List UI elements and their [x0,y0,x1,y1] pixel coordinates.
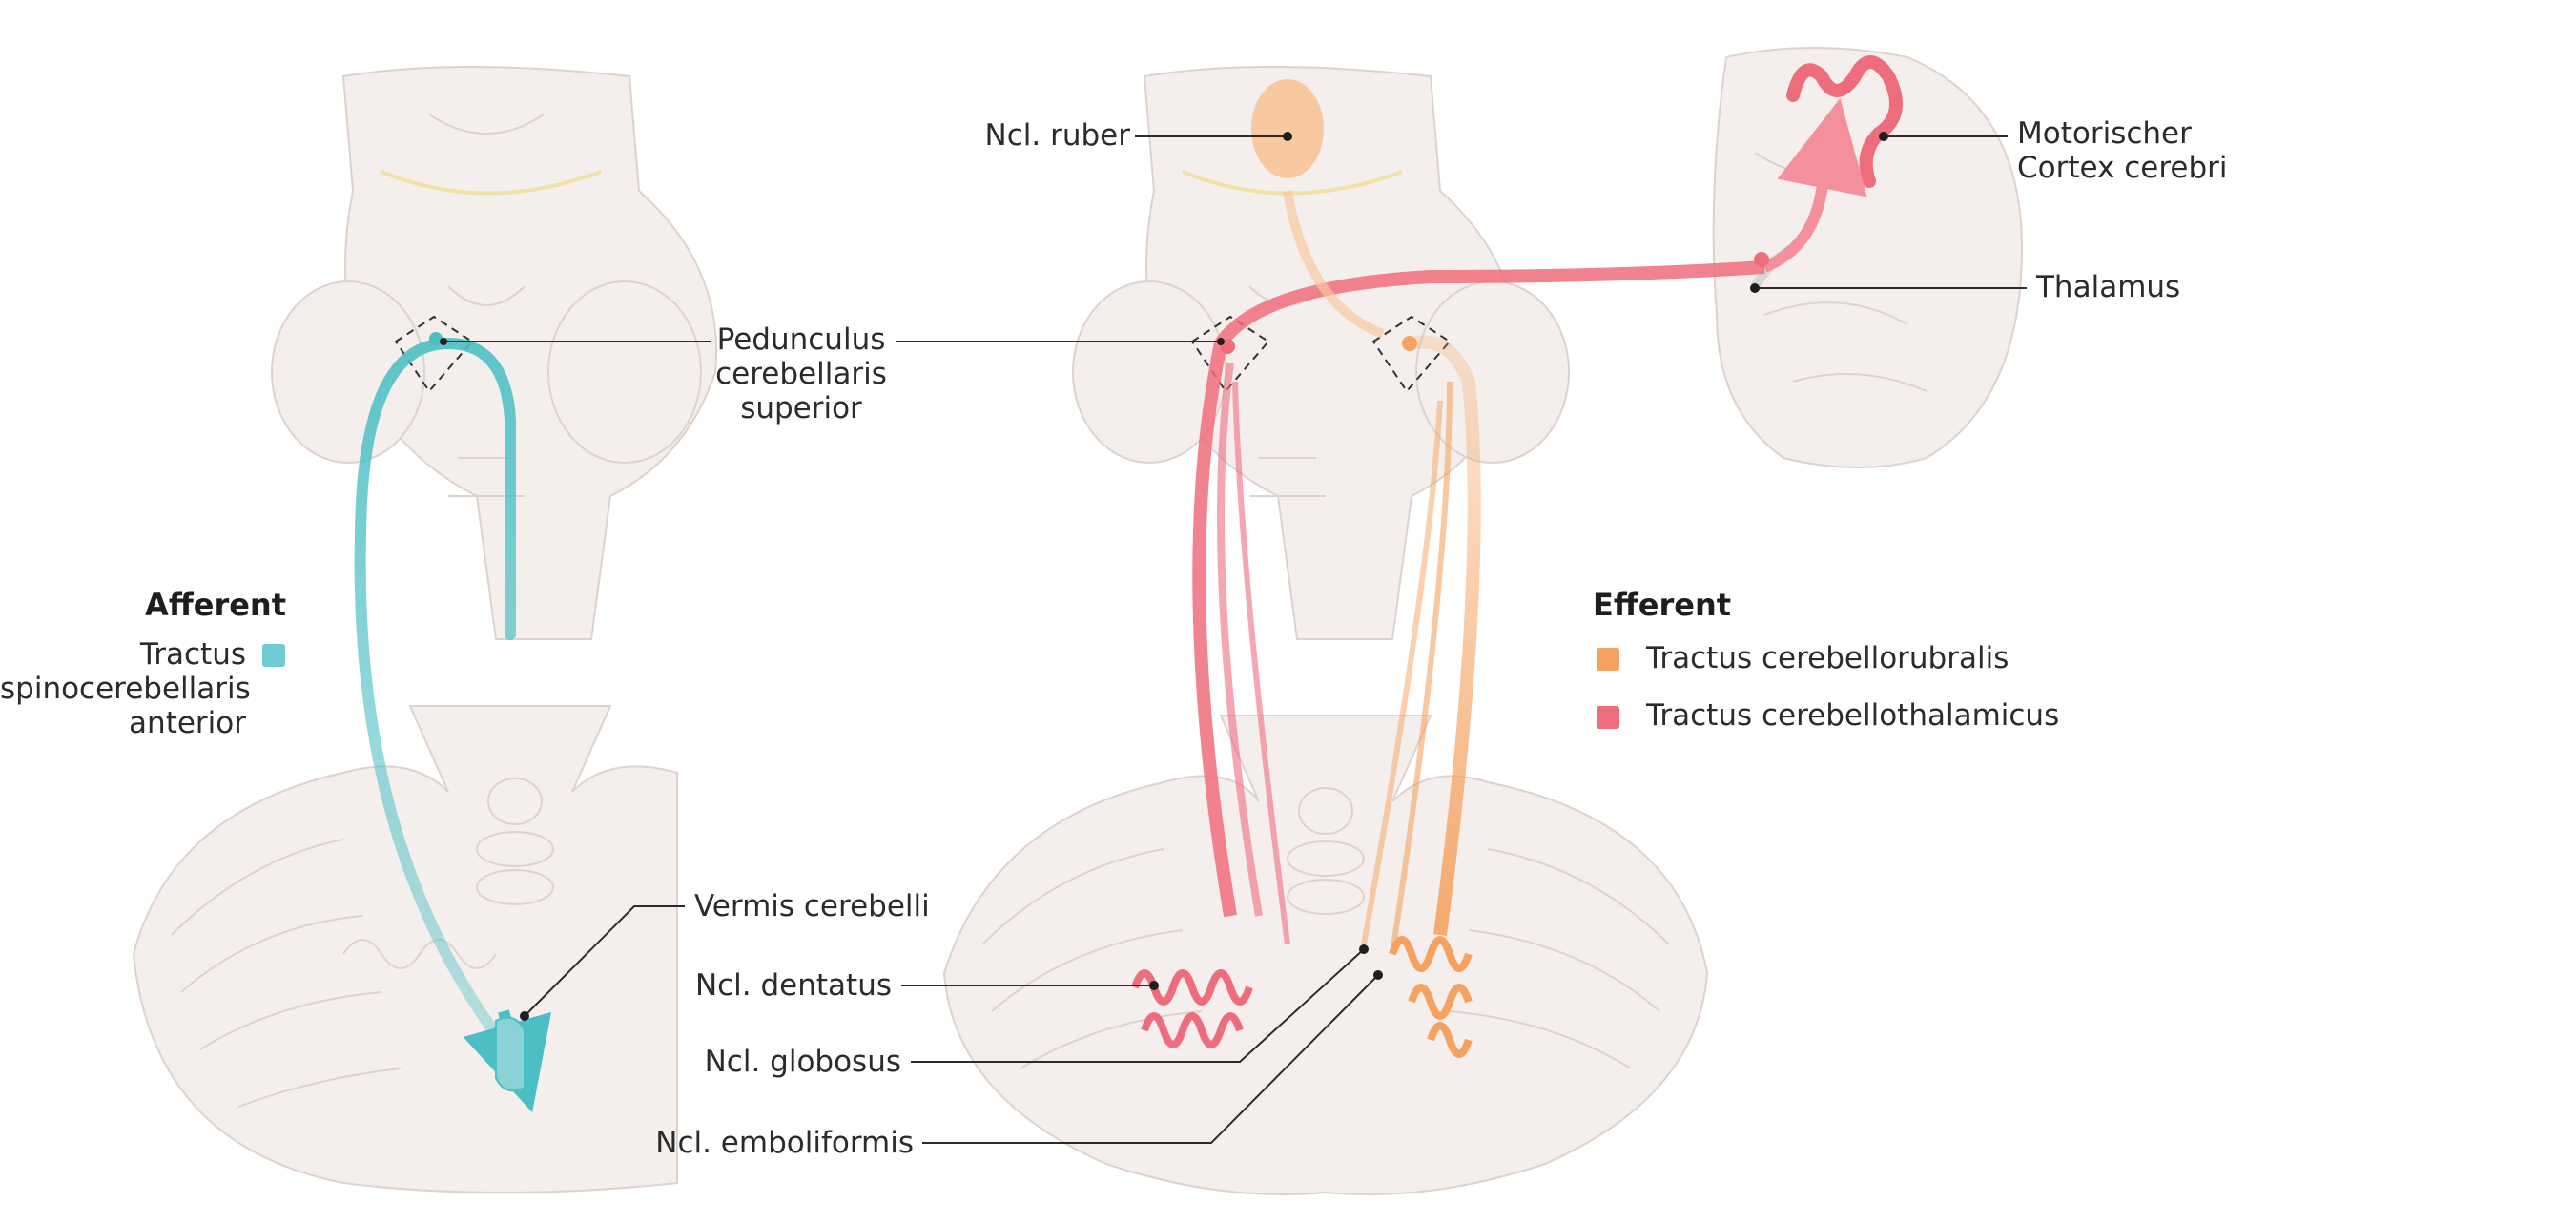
label-motor-cortex-line1: Motorischer [2017,116,2192,151]
tract-cerebellothalamicus [1192,260,1765,918]
legend-afferent-item-line2: spinocerebellaris [0,672,251,706]
vermis-shape [495,1016,526,1092]
brainstem-left [271,66,717,640]
brainstem-center [1072,66,1570,640]
legend-efferent-swatch-rubralis [1597,648,1619,671]
legend-afferent-item-line3: anterior [129,706,246,740]
legend-afferent-swatch [262,644,285,667]
label-pedunculus-line1: Pedunculus [716,322,886,357]
peduncle-outline-center-right [1371,315,1452,393]
label-pedunculus: Pedunculus cerebellaris superior [715,322,887,425]
label-motor-cortex-line2: Cortex cerebri [2017,151,2228,185]
label-pedunculus-line3: superior [740,391,862,425]
tract-cerebellorubralis [1410,335,1481,936]
leader-dots [440,132,1888,1021]
peduncle-dot-left [429,332,443,345]
label-thalamus: Thalamus [2036,270,2181,304]
label-ncl-globosus: Ncl. globosus [704,1045,901,1079]
legend-efferent-label-thalamicus: Tractus cerebellothalamicus [1646,698,2060,733]
legend-efferent-swatch-thalamicus [1597,706,1619,729]
label-vermis: Vermis cerebelli [694,889,930,923]
label-ncl-emboliformis: Ncl. emboliformis [655,1126,914,1160]
legend-efferent-label-rubralis: Tractus cerebellorubralis [1646,641,2009,675]
peduncle-outline-left [394,315,474,393]
motor-cortex-shape [1786,55,1903,188]
legend-afferent-item-line1: Tractus [139,637,246,672]
legend-afferent-item: Tractus spinocerebellaris anterior [0,637,251,740]
tract-afferent-teal [354,337,521,1065]
cerebellum-left [132,705,678,1193]
cerebellum-center [942,715,1709,1195]
label-ncl-dentatus: Ncl. dentatus [694,968,892,1003]
ncl-emboliformis-shape [1389,936,1473,1058]
label-ncl-ruber: Ncl. ruber [984,118,1130,153]
ncl-ruber-shape [1251,79,1324,178]
legend-afferent-heading: Afferent [145,587,286,623]
label-motor-cortex: Motorischer Cortex cerebri [2017,116,2228,185]
label-pedunculus-line2: cerebellaris [715,357,887,391]
legend-efferent-heading: Efferent [1593,587,1732,623]
leader-lines [443,135,2027,1144]
